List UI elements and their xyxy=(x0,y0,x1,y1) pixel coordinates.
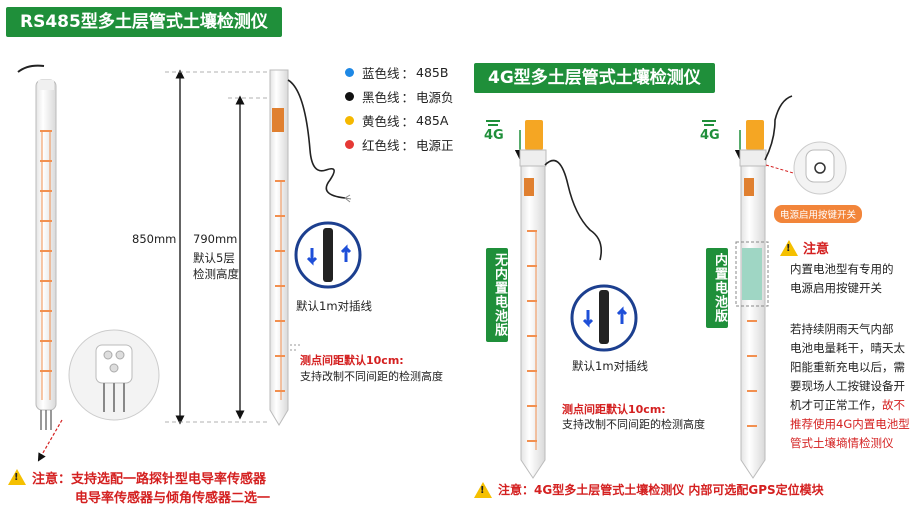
rs485-tube-main xyxy=(269,69,352,426)
notice-heading: ! 注意 xyxy=(780,238,829,257)
layers-label: 默认5层 xyxy=(193,251,235,265)
legend-item-blue: 蓝色线：485B xyxy=(345,63,448,82)
legend-item-yellow: 黄色线：485A xyxy=(345,111,448,130)
legend-value: 电源负 xyxy=(416,90,454,105)
bottom-left-notice: ! 注意：支持选配一路探针型电导率传感器 电导率传感器与倾角传感器二选一 xyxy=(8,468,270,506)
notice-line: 电源启用按键开关 xyxy=(790,281,882,295)
legend-item-black: 黑色线：电源负 xyxy=(345,87,454,106)
4g-tube-no-battery xyxy=(514,120,603,479)
warning-icon: ! xyxy=(474,481,492,498)
4g-badge-right: 4G xyxy=(700,128,720,143)
legend-value: 485B xyxy=(416,65,449,80)
connector-label-right: 默认1m对插线 xyxy=(572,359,649,373)
warning-icon: ! xyxy=(780,239,798,256)
rs485-title: RS485型多土层管式土壤检测仪 xyxy=(6,7,282,37)
spacing-note-right-red: 测点间距默认10cm: xyxy=(562,403,666,416)
notice-line: 若持续阴雨天气内部 xyxy=(790,322,894,336)
notice-body-2: 若持续阴雨天气内部 电池电量耗干，晴天太 阳能重新充电以后，需 要现场人工按键设… xyxy=(790,320,920,453)
connector-zoom-left xyxy=(294,221,362,289)
height-label: 检测高度 xyxy=(193,267,239,281)
power-button-tag: 电源启用按键开关 xyxy=(774,205,863,223)
4g-title: 4G型多土层管式土壤检测仪 xyxy=(474,63,715,93)
legend-name: 黄色线 xyxy=(362,114,400,129)
red-dot-icon xyxy=(345,140,354,149)
notice-line: 内置电池型有专用的 xyxy=(790,262,894,276)
power-button-zoom xyxy=(793,141,847,195)
notice-line: 阳能重新充电以后，需 xyxy=(790,360,905,374)
yellow-dot-icon xyxy=(345,116,354,125)
legend-item-red: 红色线：电源正 xyxy=(345,135,454,154)
notice-line: 电池电量耗干，晴天太 xyxy=(790,341,905,355)
notice-line: 电导率传感器与倾角传感器二选一 xyxy=(75,491,271,506)
legend-name: 蓝色线 xyxy=(362,66,400,81)
legend-value: 电源正 xyxy=(416,138,454,153)
notice-title: 注意 xyxy=(803,242,830,257)
notice-warning: 故不 xyxy=(882,398,905,412)
signal-icon-left xyxy=(486,120,500,126)
notice-line: 机才可正常工作， xyxy=(790,398,882,412)
connector-zoom-right xyxy=(570,284,638,352)
notice-warning: 推荐使用4G内置电池型 xyxy=(790,417,910,431)
battery-tag: 内置电池版 xyxy=(706,248,728,328)
blue-dot-icon xyxy=(345,68,354,77)
notice-line: 支持选配一路探针型电导率传感器 xyxy=(71,472,267,487)
warning-icon: ! xyxy=(8,469,26,485)
notice-body-1: 内置电池型有专用的 电源启用按键开关 xyxy=(790,260,920,298)
spacing-note-left-red: 测点间距默认10cm: xyxy=(300,354,404,367)
legend-value: 485A xyxy=(416,113,449,128)
dimension-790 xyxy=(228,95,275,420)
legend-name: 黑色线 xyxy=(362,90,400,105)
4g-tube-battery xyxy=(734,95,801,479)
spacing-note-right-black: 支持改制不同间距的检测高度 xyxy=(562,418,705,431)
notice-prefix: 注意： xyxy=(498,483,535,497)
no-battery-tag: 无内置电池版 xyxy=(486,248,508,342)
4g-badge-left: 4G xyxy=(484,128,504,143)
dimension-790-label: 790mm xyxy=(193,232,238,246)
signal-icon-right xyxy=(702,120,716,126)
probe-zoom-circle xyxy=(37,329,160,462)
notice-text: 4G型多土层管式土壤检测仪 内部可选配GPS定位模块 xyxy=(534,483,824,497)
legend-name: 红色线 xyxy=(362,138,400,153)
black-dot-icon xyxy=(345,92,354,101)
dimension-850 xyxy=(165,69,270,425)
dimension-850-label: 850mm xyxy=(132,232,177,246)
notice-warning: 管式土壤墒情检测仪 xyxy=(790,436,894,450)
spacing-note-left-black: 支持改制不同间距的检测高度 xyxy=(300,370,443,383)
bottom-right-notice: ! 注意：4G型多土层管式土壤检测仪 内部可选配GPS定位模块 xyxy=(474,481,824,498)
rs485-tube-left xyxy=(17,64,57,430)
notice-prefix: 注意： xyxy=(32,472,72,487)
notice-line: 要现场人工按键设备开 xyxy=(790,379,905,393)
connector-label-left: 默认1m对插线 xyxy=(296,299,373,313)
